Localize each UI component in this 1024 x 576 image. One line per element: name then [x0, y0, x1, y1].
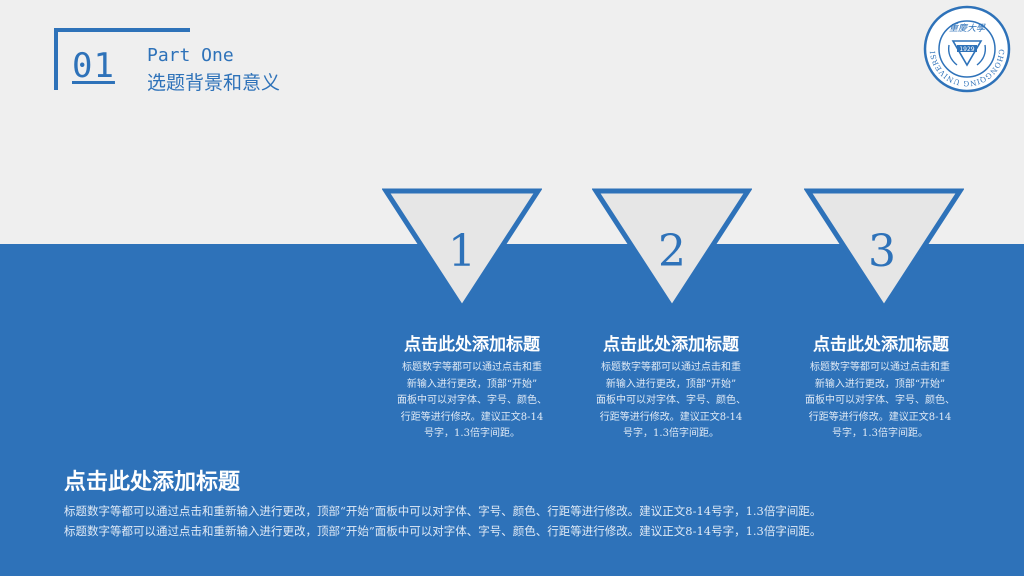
body-line: 行距等进行修改。建议正文8-14 [599, 411, 743, 423]
step-number-2: 2 [658, 226, 686, 277]
triangle-3 [804, 188, 964, 312]
part-label: Part One [147, 45, 234, 66]
step-number-3: 3 [868, 226, 896, 277]
body-line: 新输入进行更改，顶部“开始” [406, 378, 538, 390]
university-logo: CHONGQING UNIVERSITY 重慶大學 1929 [923, 5, 1011, 93]
column-title-3[interactable]: 点击此处添加标题 [813, 335, 949, 355]
body-line: 行距等进行修改。建议正文8-14 [400, 411, 544, 423]
column-body-2[interactable]: 标题数字等都可以通过点击和重 新输入进行更改，顶部“开始” 面板中可以对字体、字… [591, 360, 751, 443]
body-line: 面板中可以对字体、字号、颜色、 [596, 395, 746, 406]
logo-year: 1929 [959, 46, 974, 53]
body-line: 面板中可以对字体、字号、颜色、 [805, 395, 955, 406]
section-subtitle: 选题背景和意义 [147, 72, 281, 94]
triangle-1 [382, 188, 542, 312]
body-line: 号字，1.3倍字间距。 [623, 428, 719, 439]
main-title[interactable]: 点击此处添加标题 [64, 469, 241, 495]
column-title-2[interactable]: 点击此处添加标题 [603, 335, 739, 355]
body-line: 行距等进行修改。建议正文8-14 [808, 411, 952, 423]
column-body-3[interactable]: 标题数字等都可以通过点击和重 新输入进行更改，顶部“开始” 面板中可以对字体、字… [800, 360, 960, 443]
triangle-2 [592, 188, 752, 312]
step-number-1: 1 [448, 226, 476, 277]
column-body-1[interactable]: 标题数字等都可以通过点击和重 新输入进行更改，顶部“开始” 面板中可以对字体、字… [392, 360, 552, 443]
column-title-1[interactable]: 点击此处添加标题 [404, 335, 540, 355]
corner-bracket-top [54, 28, 190, 32]
corner-bracket-left [54, 28, 58, 90]
body-line: 标题数字等都可以通过点击和重 [810, 362, 950, 373]
body-line: 面板中可以对字体、字号、颜色、 [397, 395, 547, 406]
section-number: 01 [72, 46, 115, 86]
main-body-line-2[interactable]: 标题数字等都可以通过点击和重新输入进行更改，顶部“开始”面板中可以对字体、字号、… [64, 524, 822, 538]
body-line: 号字，1.3倍字间距。 [832, 428, 928, 439]
body-line: 标题数字等都可以通过点击和重 [601, 362, 741, 373]
body-line: 号字，1.3倍字间距。 [424, 428, 520, 439]
logo-calligraphy: 重慶大學 [949, 23, 986, 34]
main-body-line-1[interactable]: 标题数字等都可以通过点击和重新输入进行更改，顶部“开始”面板中可以对字体、字号、… [64, 504, 822, 518]
body-line: 标题数字等都可以通过点击和重 [402, 362, 542, 373]
body-line: 新输入进行更改，顶部“开始” [605, 378, 737, 390]
blue-band [0, 244, 1024, 576]
body-line: 新输入进行更改，顶部“开始” [814, 378, 946, 390]
